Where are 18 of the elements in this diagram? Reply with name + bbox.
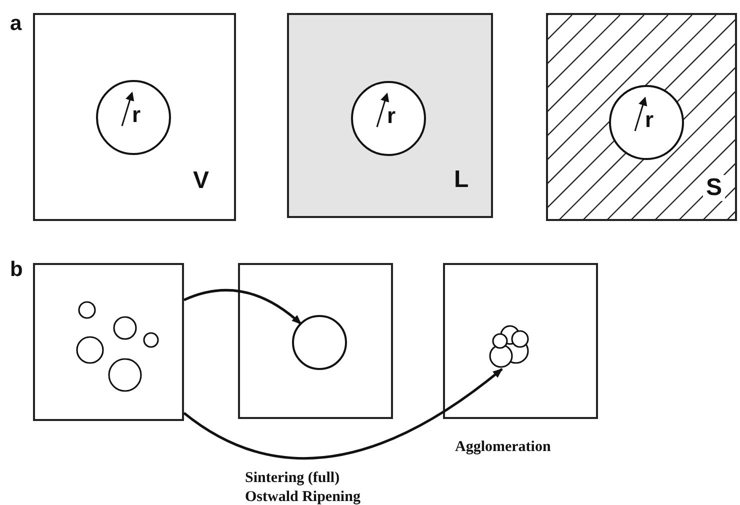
process-label: Agglomeration <box>455 438 552 457</box>
radius-label: r <box>387 105 396 127</box>
domain-box <box>443 263 598 419</box>
phase-label: S <box>703 175 726 201</box>
radius-label: r <box>645 109 654 131</box>
panel-letter: a <box>10 13 22 34</box>
phase-label: L <box>454 168 469 192</box>
domain-box <box>238 263 393 419</box>
panel-letter: b <box>10 259 23 280</box>
process-arrow <box>184 288 302 325</box>
process-arrow <box>183 368 503 460</box>
particle-circle <box>609 85 684 160</box>
agglomerate-drawing <box>488 323 530 371</box>
radius-label: r <box>132 104 141 126</box>
domain-box <box>287 13 493 218</box>
process-label: Sintering (full) Ostwald Ripening <box>245 469 362 505</box>
domain-box <box>33 13 236 221</box>
phase-label: V <box>193 169 210 193</box>
